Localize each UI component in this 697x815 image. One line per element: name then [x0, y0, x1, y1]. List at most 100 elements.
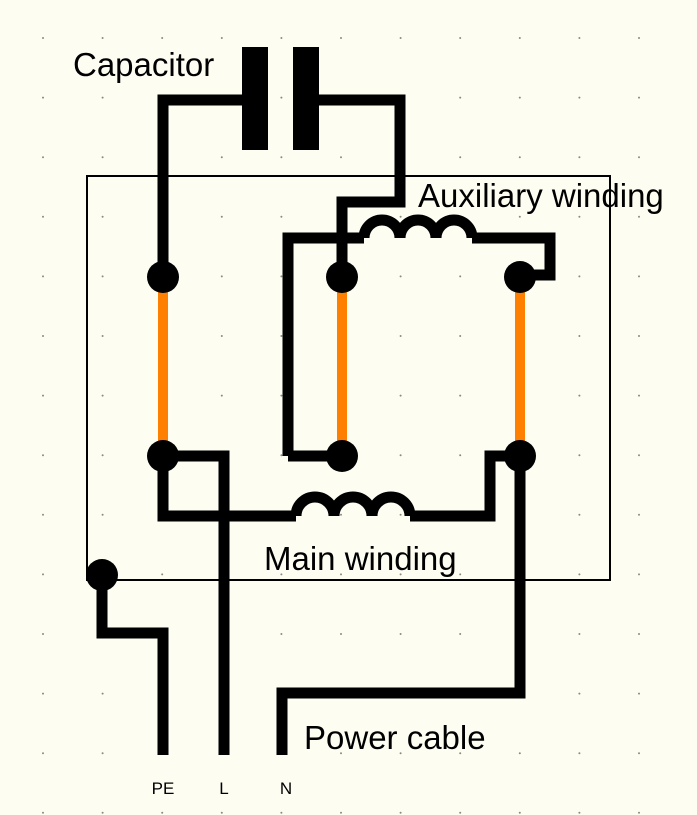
grid-dot [280, 633, 283, 635]
grid-dot [220, 335, 223, 337]
terminal-top-left [147, 261, 179, 293]
grid-dot [161, 37, 164, 39]
grid-dot [578, 811, 581, 814]
grid-dot [459, 394, 462, 397]
grid-dot [459, 454, 462, 457]
grid-dot [459, 633, 462, 635]
grid-dot [399, 752, 402, 755]
main-winding-left-lead [157, 456, 296, 522]
grid-dot [101, 275, 104, 278]
grid-dot [399, 394, 402, 397]
grid-dot [42, 215, 44, 218]
grid-dot [101, 37, 104, 39]
grid-dot [459, 752, 462, 755]
grid-dot [578, 752, 581, 755]
power-cable-pe-wire [96, 575, 169, 755]
auxiliary-winding-coil [358, 214, 478, 239]
grid-dot [638, 454, 640, 457]
grid-dot [459, 37, 462, 39]
grid-dot [42, 454, 44, 457]
grid-dot [340, 633, 342, 635]
grid-dot [638, 335, 640, 337]
grid-dot [101, 811, 104, 814]
grid-dot [578, 156, 581, 159]
grid-dot [518, 156, 521, 159]
grid-dot [101, 752, 104, 755]
grid-dot [638, 96, 640, 99]
grid-dot [280, 215, 283, 218]
grid-dot [42, 275, 44, 278]
grid-dot [578, 454, 581, 457]
grid-dot [42, 692, 44, 695]
grid-dot [459, 275, 462, 278]
pe-label: PE [152, 779, 175, 798]
grid-dot [220, 275, 223, 278]
grid-dot [638, 215, 640, 218]
grid-dot [518, 96, 521, 99]
grid-dot [518, 215, 521, 218]
n-label: N [280, 779, 292, 798]
grid-dot [280, 394, 283, 397]
main-winding-right-lead [410, 450, 520, 522]
grid-dot [161, 573, 164, 576]
power-cable-l-wire [163, 450, 230, 755]
grid-dot [42, 156, 44, 159]
grid-dot [399, 335, 402, 337]
grid-dot [280, 573, 283, 576]
grid-dot [340, 156, 342, 159]
terminal-top-right [504, 261, 536, 293]
grid-dot [42, 811, 44, 814]
grid-dot [518, 37, 521, 39]
grid-dot [399, 573, 402, 576]
grid-dot [578, 692, 581, 695]
terminal-bottom-right [504, 440, 536, 472]
grid-dot [459, 96, 462, 99]
grid-dot [638, 513, 640, 516]
grid-dot [101, 513, 104, 516]
grid-dot [399, 215, 402, 218]
grid-dot [220, 156, 223, 159]
grid-dot [399, 275, 402, 278]
grid-dot [161, 811, 164, 814]
grid-dot [578, 275, 581, 278]
grid-dot [638, 37, 640, 39]
grid-dot [220, 215, 223, 218]
grid-dot [638, 573, 640, 576]
grid-dot [101, 215, 104, 218]
grid-dot [340, 811, 342, 814]
grid-dot [399, 454, 402, 457]
grid-dot [42, 37, 44, 39]
terminal-bottom-middle [326, 440, 358, 472]
grid-dot [578, 394, 581, 397]
grid-dot [42, 633, 44, 635]
grid-dot [638, 633, 640, 635]
grid-dot [399, 811, 402, 814]
grid-dot [578, 96, 581, 99]
grid-dot [578, 37, 581, 39]
grid-dot [280, 811, 283, 814]
grid-dot [638, 156, 640, 159]
auxiliary-winding-label: Auxiliary winding [418, 177, 664, 214]
grid-dot [459, 573, 462, 576]
grid-dot [280, 37, 283, 39]
grid-dot [340, 752, 342, 755]
grid-dot [280, 275, 283, 278]
grid-dot [578, 335, 581, 337]
grid-dot [638, 394, 640, 397]
power-cable-n-wire [276, 456, 526, 755]
grid-dot [638, 811, 640, 814]
terminal-top-middle [326, 261, 358, 293]
grid-dot [220, 394, 223, 397]
terminal-bottom-left [147, 440, 179, 472]
grid-dot [101, 394, 104, 397]
grid-dot [280, 96, 283, 99]
grid-dot [399, 633, 402, 635]
grid-dot [42, 96, 44, 99]
grid-dot [42, 513, 44, 516]
grid-dot [399, 37, 402, 39]
capacitor-wire-right [319, 94, 406, 277]
grid-dot [518, 811, 521, 814]
grid-dot [42, 573, 44, 576]
grid-dot [280, 335, 283, 337]
